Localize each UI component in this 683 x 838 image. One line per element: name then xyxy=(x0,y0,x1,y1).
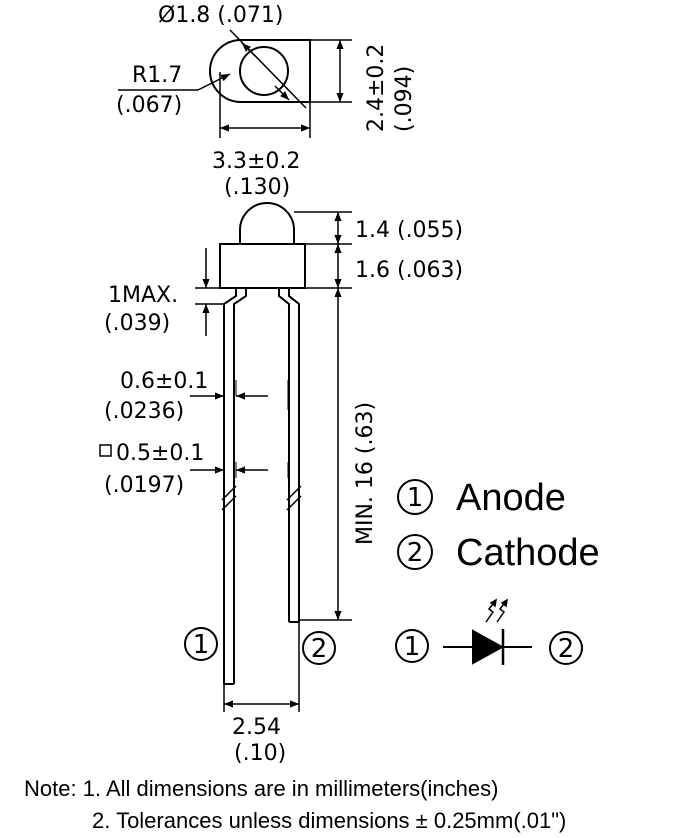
radius-label: R1.7 xyxy=(132,63,182,88)
symbol-pin2-circle xyxy=(549,631,583,665)
lead-width-inch-label: (.0236) xyxy=(104,399,184,424)
top-width-label: 3.3±0.2 xyxy=(212,149,300,174)
lead-spacing-inch-label: (.10) xyxy=(234,741,286,766)
legend-pin1-circle xyxy=(397,479,433,515)
body-height-label: 1.6 (.063) xyxy=(355,258,463,283)
legend-pin1-number: 1 xyxy=(407,483,424,513)
top-height-inch-label: (.094) xyxy=(392,66,417,132)
note-line-1: Note: 1. All dimensions are in millimete… xyxy=(24,776,499,801)
pin2-number: 2 xyxy=(311,634,328,664)
legend-pin2-circle xyxy=(397,534,433,570)
top-height-label: 2.4±0.2 xyxy=(364,44,389,132)
pin1-circle xyxy=(184,627,218,661)
top-view-lens-circle xyxy=(239,46,289,96)
top-width-inch-label: (.130) xyxy=(224,175,290,200)
lead-width-label: 0.6±0.1 xyxy=(120,369,208,394)
led-body xyxy=(219,243,306,289)
diode-triangle-icon xyxy=(472,629,505,665)
light-emission-arrows-icon xyxy=(485,598,509,623)
diameter-label: Ø1.8 (.071) xyxy=(158,3,283,28)
side-view xyxy=(99,202,352,712)
square-symbol xyxy=(99,444,112,457)
symbol-pin1-number: 1 xyxy=(404,632,421,662)
legend-anode-label: Anode xyxy=(456,477,566,519)
legend-pin2-number: 2 xyxy=(407,538,424,568)
diameter-leader xyxy=(229,29,307,109)
lead-square-inch-label: (.0197) xyxy=(104,473,184,498)
cathode-lead xyxy=(278,288,302,623)
pin2-circle xyxy=(302,631,336,665)
legend xyxy=(397,479,433,570)
top-view-outline xyxy=(209,39,311,103)
lead-spacing-label: 2.54 xyxy=(232,715,281,740)
top-view xyxy=(118,29,352,138)
lead-length-label: MIN. 16 (.63) xyxy=(353,402,378,545)
symbol-pin1-circle xyxy=(395,629,429,663)
pin1-number: 1 xyxy=(193,630,210,660)
led-dome xyxy=(239,202,295,244)
radius-inch-label: (.067) xyxy=(116,93,182,118)
note-line-2: 2. Tolerances unless dimensions ± 0.25mm… xyxy=(92,808,567,833)
legend-cathode-label: Cathode xyxy=(456,532,600,574)
dome-height-label: 1.4 (.055) xyxy=(355,218,463,243)
max-gap-inch-label: (.039) xyxy=(104,311,170,336)
lead-square-label: 0.5±0.1 xyxy=(116,441,204,466)
led-symbol xyxy=(395,598,583,665)
max-gap-label: 1MAX. xyxy=(108,283,178,308)
symbol-pin2-number: 2 xyxy=(558,634,575,664)
anode-lead xyxy=(221,288,247,685)
